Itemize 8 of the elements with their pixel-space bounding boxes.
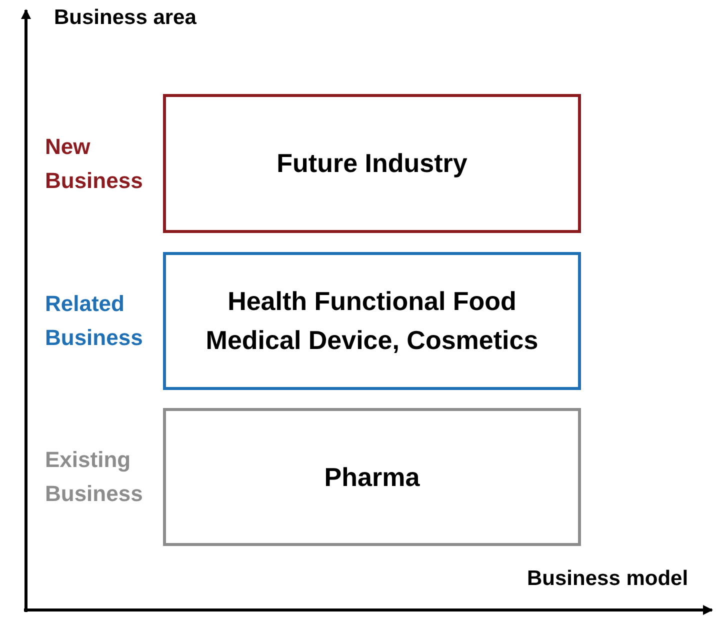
tier-label: Related Business <box>45 290 144 352</box>
category-box: Pharma <box>163 408 581 546</box>
tier-label: New Business <box>45 132 144 194</box>
category-box: Health Functional Food Medical Device, Cosmetics <box>163 252 581 390</box>
axis-title: Business model <box>527 567 688 591</box>
category-box: Future Industry <box>163 94 581 233</box>
axis-title: Business area <box>54 6 196 30</box>
tier-label: Existing Business <box>45 446 144 508</box>
